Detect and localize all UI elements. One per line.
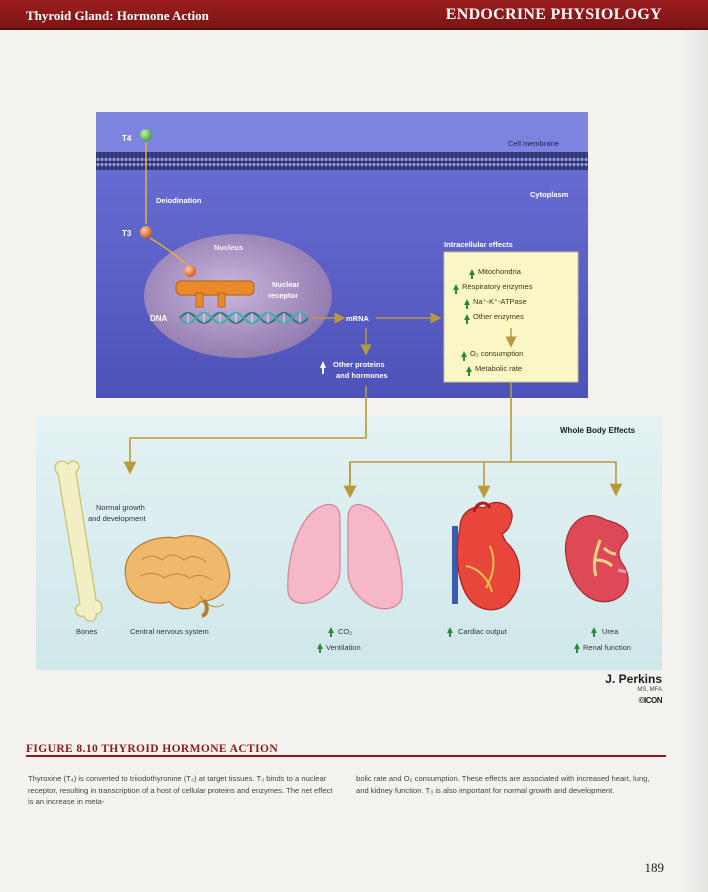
lungs-illustration: [287, 503, 403, 610]
ventilation-label: Ventilation: [326, 643, 361, 652]
nuclear-receptor-label-1: Nuclear: [272, 280, 300, 289]
up-arrow-co2: [328, 627, 334, 637]
up-arrow-cardiac: [447, 627, 453, 637]
bones-label: Bones: [76, 627, 98, 636]
nuclear-receptor: [175, 280, 255, 296]
cytoplasm-label: Cytoplasm: [530, 190, 569, 199]
kidney-illustration: [564, 515, 629, 603]
effect-result-metabolic: Metabolic rate: [475, 364, 522, 373]
caption-right: bolic rate and O₂ consumption. These eff…: [356, 774, 650, 795]
t3-label: T3: [122, 229, 132, 238]
extracellular-strip: [96, 112, 588, 152]
page-number: 189: [644, 860, 665, 875]
t4-molecule: [140, 129, 152, 141]
urea-label: Urea: [602, 627, 619, 636]
author-credentials: MS, MFA: [637, 687, 662, 693]
renal-function-label: Renal function: [583, 643, 631, 652]
normal-growth-label-2: and development: [88, 514, 146, 523]
t3-molecule: [140, 226, 152, 238]
other-proteins-label-2: and hormones: [336, 371, 388, 380]
heart-illustration: [452, 501, 521, 611]
up-arrow-respiratory: [453, 284, 459, 294]
dna-helix: [179, 311, 309, 325]
section-title: ENDOCRINE PHYSIOLOGY: [445, 6, 662, 23]
publisher-logo: ©ICON: [638, 696, 663, 705]
up-arrow-other-enzymes: [464, 314, 470, 324]
up-arrow-atpase: [464, 299, 470, 309]
caption-left: Thyroxine (T₄) is converted to triiodoth…: [28, 774, 333, 806]
whole-body-title: Whole Body Effects: [560, 426, 636, 435]
up-arrow-mitochondria: [469, 269, 475, 279]
up-arrow-ventilation: [317, 643, 323, 653]
mrna-label: mRNA: [346, 314, 370, 323]
nuclear-receptor-label-2: receptor: [268, 291, 298, 300]
up-arrow-metabolic: [466, 366, 472, 376]
up-arrow-renal: [574, 643, 580, 653]
cardiac-output-label: Cardiac output: [458, 627, 508, 636]
growth-connector: [123, 386, 367, 475]
effect-item-atpase: Na⁺-K⁺-ATPase: [473, 297, 527, 306]
cns-label: Central nervous system: [130, 627, 209, 636]
effect-result-o2: O₂ consumption: [470, 349, 523, 358]
effect-item-other-enzymes: Other enzymes: [473, 312, 524, 321]
author-name: J. Perkins: [605, 672, 662, 686]
page-shadow: [678, 30, 708, 892]
cell-membrane-label: Cell membrane: [508, 139, 559, 148]
bone-illustration: [54, 460, 103, 622]
figure-label: FIGURE 8.10 THYROID HORMONE ACTION: [26, 743, 285, 755]
up-arrows: [317, 269, 597, 653]
t3-bound: [184, 265, 196, 277]
deiodination-label: Deiodination: [156, 196, 202, 205]
normal-growth-label-1: Normal growth: [96, 503, 145, 512]
header-bar: Thyroid Gland: Hormone Action ENDOCRINE …: [0, 0, 708, 30]
nuclear-receptor-stem-left: [195, 292, 204, 308]
effect-item-respiratory: Respiratory enzymes: [462, 282, 533, 291]
brain-illustration: [124, 535, 231, 618]
up-arrow-o2: [461, 351, 467, 361]
nucleus: [144, 234, 332, 358]
nuclear-receptor-stem-right: [217, 292, 226, 308]
cell-membrane: [96, 152, 588, 170]
chapter-title: Thyroid Gland: Hormone Action: [26, 8, 209, 23]
co2-label: CO₂: [338, 627, 352, 636]
other-proteins-label-1: Other proteins: [333, 360, 385, 369]
t3-path: [149, 237, 187, 265]
up-arrow-other-proteins: [320, 361, 326, 374]
up-arrow-urea: [591, 627, 597, 637]
t4-label: T4: [122, 134, 132, 143]
dna-label: DNA: [150, 314, 168, 323]
author-signature: J. Perkins MS, MFA ©ICON: [605, 672, 662, 705]
effect-item-mitochondria: Mitochondria: [478, 267, 522, 276]
intracellular-effects-title: Intracellular effects: [444, 240, 513, 249]
figure-rule: [26, 755, 666, 757]
nucleus-label: Nucleus: [214, 243, 243, 252]
